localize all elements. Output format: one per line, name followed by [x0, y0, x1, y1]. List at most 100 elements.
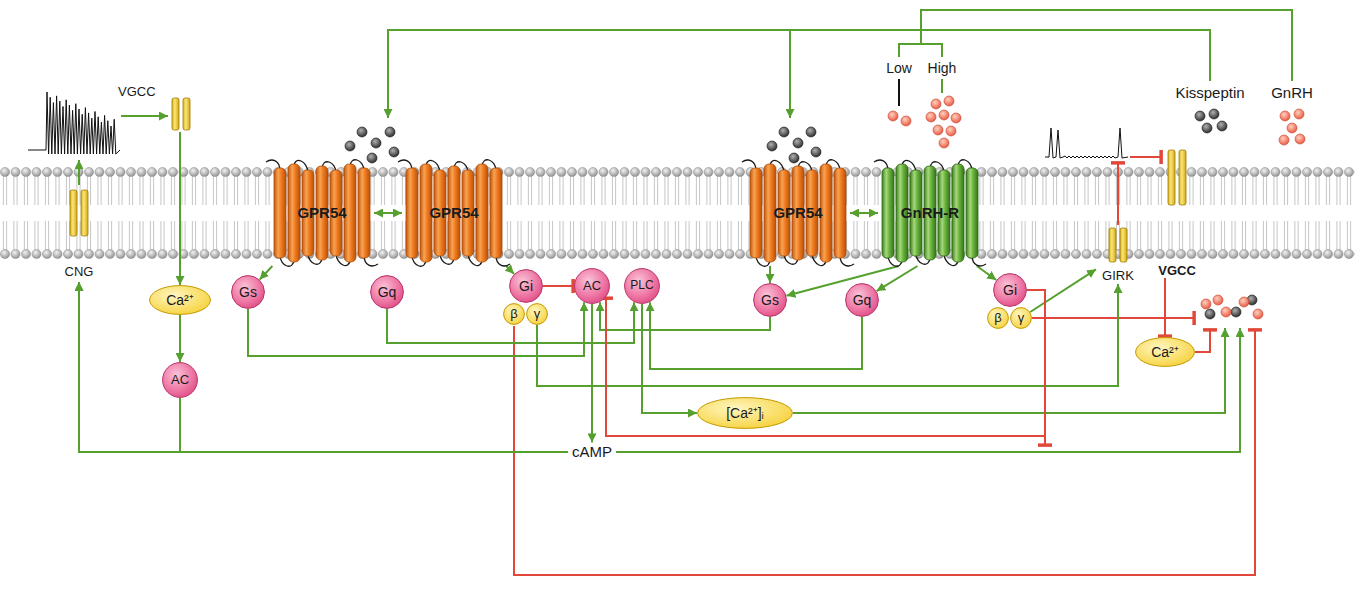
lipid-tail — [248, 176, 249, 205]
lipid-tail — [216, 176, 217, 205]
lipid-tail — [286, 221, 287, 250]
g-gamma: γ — [526, 303, 548, 325]
intracellular-calcium: [Ca²⁺]ᵢ — [697, 397, 793, 429]
lipid-tail — [615, 176, 616, 205]
lipid-tail — [395, 176, 396, 205]
lipid-tail — [622, 176, 623, 205]
lipid-tail — [38, 176, 39, 205]
lipid-tail — [1245, 176, 1246, 205]
lipid-head — [1292, 249, 1301, 258]
lipid-head — [599, 167, 608, 176]
lipid-tail — [258, 221, 259, 250]
lipid-head — [74, 249, 83, 258]
lipid-tail — [164, 176, 165, 205]
lipid-tail — [370, 221, 371, 250]
feedback-line — [1032, 317, 1195, 319]
lipid-tail — [720, 221, 721, 250]
lipid-head — [1155, 249, 1164, 258]
lipid-head — [1260, 249, 1269, 258]
lipid-tail — [643, 221, 644, 250]
lipid-tail — [696, 176, 697, 205]
lipid-tail — [139, 176, 140, 205]
lipid-tail — [1200, 176, 1201, 205]
lipid-tail — [1042, 176, 1043, 205]
lipid-tail — [832, 176, 833, 205]
ligand-dot — [1253, 309, 1263, 319]
lipid-head — [704, 249, 713, 258]
ligand-dot — [1201, 295, 1263, 319]
node-shape — [994, 274, 1027, 307]
lipid-tail — [59, 176, 60, 205]
lipid-tail — [122, 176, 123, 205]
lipid-tail — [878, 221, 879, 250]
lipid-tail — [237, 221, 238, 250]
lipid-tail — [1004, 176, 1005, 205]
lipid-head — [116, 167, 125, 176]
receptor-helices — [358, 168, 370, 258]
lipid-tail — [171, 221, 172, 250]
lipid-head — [1008, 167, 1017, 176]
lipid-head — [1134, 249, 1143, 258]
lipid-tail — [678, 221, 679, 250]
lipid-tail — [1130, 221, 1131, 250]
lipid-tail — [265, 176, 266, 205]
lipid-tail — [1084, 221, 1085, 250]
node-text: Gi — [519, 278, 533, 294]
lipid-tail — [559, 176, 560, 205]
lipid-head — [1197, 249, 1206, 258]
lipid-head — [504, 249, 513, 258]
lipid-tail — [549, 176, 550, 205]
lipid-head — [95, 249, 104, 258]
lipid-tail — [1004, 221, 1005, 250]
lipid-tail — [993, 221, 994, 250]
lipid-head — [515, 249, 524, 258]
signal-arrow — [79, 282, 568, 452]
lipid-head — [662, 167, 671, 176]
node-shape — [846, 284, 879, 317]
lipid-tail — [689, 221, 690, 250]
lipid-head — [641, 249, 650, 258]
g-protein: Gs — [231, 275, 265, 309]
lipid-head — [861, 167, 870, 176]
lipid-tail — [108, 221, 109, 250]
lipid-tail — [1287, 176, 1288, 205]
lipid-tail — [1256, 176, 1257, 205]
receptor-helices — [406, 168, 418, 258]
cng-channel: CNG — [56, 186, 102, 282]
receptor-helices — [266, 160, 378, 266]
lipid-tail — [1294, 221, 1295, 250]
lipid-tail — [1242, 221, 1243, 250]
ligand-dot — [1279, 109, 1305, 145]
lipid-tail — [643, 176, 644, 205]
lipid-tail — [990, 176, 991, 205]
lipid-head — [0, 167, 9, 176]
lipid-tail — [1021, 176, 1022, 205]
node-shape — [371, 276, 404, 309]
lipid-tail — [374, 176, 375, 205]
lipid-tail — [258, 176, 259, 205]
ligand-dot — [888, 111, 911, 126]
adenylyl-cyclase: AC — [162, 362, 198, 398]
lipid-tail — [1014, 176, 1015, 205]
node-shape — [1136, 338, 1195, 367]
ligand-dot — [1209, 109, 1219, 119]
lipid-tail — [38, 221, 39, 250]
receptor-helices — [274, 168, 286, 258]
lipid-head — [200, 249, 209, 258]
phospholipase-c: PLC — [624, 268, 660, 304]
lipid-tail — [328, 176, 329, 205]
lipid-tail — [1137, 176, 1138, 205]
lipid-tail — [6, 176, 7, 205]
lipid-head — [221, 249, 230, 258]
node-shape — [163, 363, 198, 398]
calcium-ellipse: Ca²⁺ — [149, 285, 211, 315]
lipid-head — [42, 167, 51, 176]
lipid-tail — [3, 176, 1355, 250]
ligand-dot — [1221, 307, 1231, 317]
lipid-tail — [1172, 221, 1173, 250]
girk-channel: GIRK — [1096, 226, 1140, 284]
lipid-tail — [139, 221, 140, 250]
signal-arrow — [537, 284, 1118, 386]
lipid-head — [32, 249, 41, 258]
lipid-head — [609, 249, 618, 258]
